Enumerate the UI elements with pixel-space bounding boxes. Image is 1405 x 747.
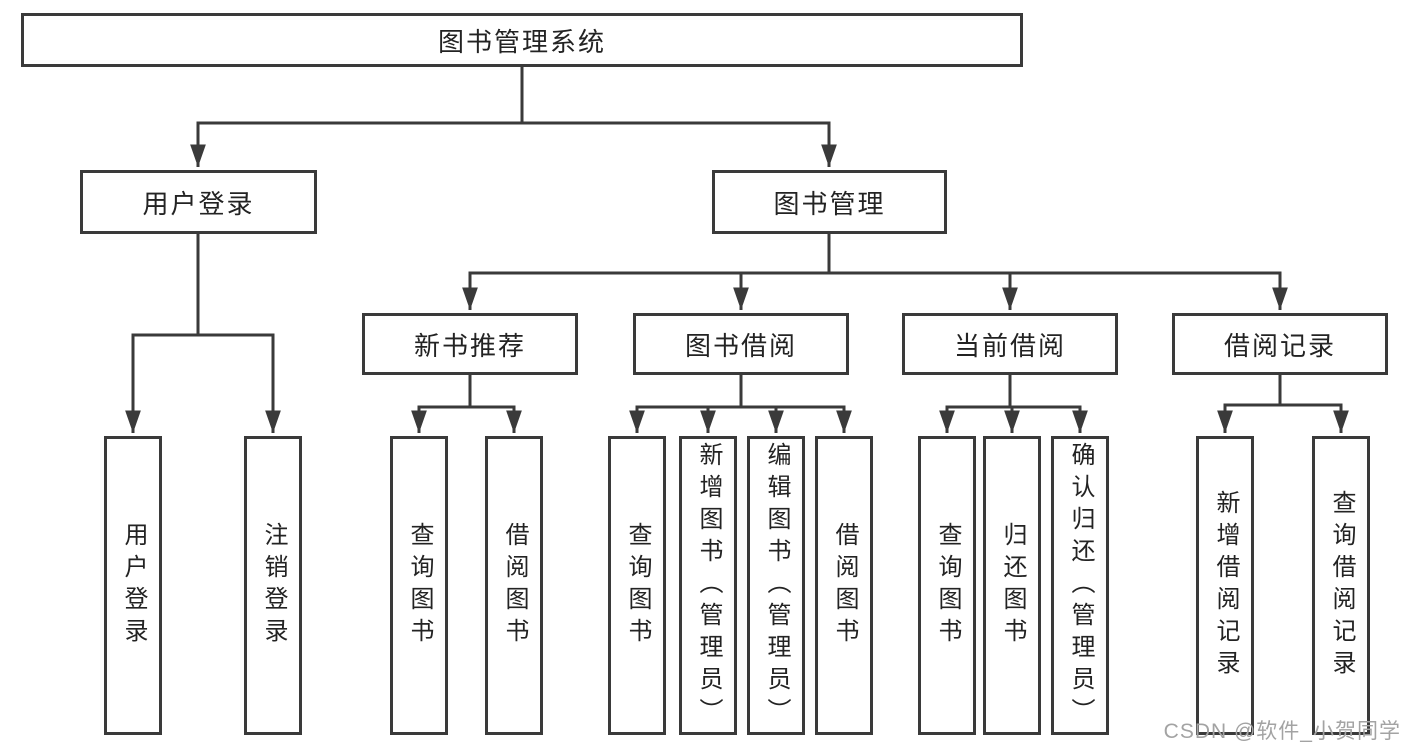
root-label: 图书管理系统 — [437, 26, 606, 57]
leaf-box-add-book-admin: 新增图书（管理员） — [679, 436, 737, 735]
leaf-label: 新增借阅记录 — [1212, 489, 1239, 682]
root-box-system: 图书管理系统 — [21, 13, 1023, 67]
leaf-box-logout: 注销登录 — [244, 436, 302, 735]
section-label: 借阅记录 — [1223, 330, 1336, 361]
leaf-label: 借阅图书 — [501, 521, 528, 650]
branch-box-user-login: 用户登录 — [80, 170, 317, 234]
section-label: 当前借阅 — [953, 330, 1066, 361]
section-box-book-borrow: 图书借阅 — [633, 313, 849, 375]
branch-label: 图书管理 — [773, 188, 886, 219]
leaf-box-borrow-books: 借阅图书 — [815, 436, 873, 735]
section-label: 图书借阅 — [684, 330, 797, 361]
leaf-box-add-borrow-record: 新增借阅记录 — [1196, 436, 1254, 735]
leaf-label: 归还图书 — [999, 521, 1026, 650]
section-box-borrow-record: 借阅记录 — [1172, 313, 1388, 375]
leaf-label: 查询借阅记录 — [1328, 489, 1355, 682]
leaf-label: 查询图书 — [624, 521, 651, 650]
leaf-box-query-books-current: 查询图书 — [918, 436, 976, 735]
leaf-box-user-login: 用户登录 — [104, 436, 162, 735]
section-box-new-book-recommend: 新书推荐 — [362, 313, 578, 375]
leaf-box-edit-book-admin: 编辑图书（管理员） — [747, 436, 805, 735]
leaf-box-return-books: 归还图书 — [983, 436, 1041, 735]
leaf-label: 用户登录 — [120, 521, 147, 650]
section-label: 新书推荐 — [413, 330, 526, 361]
csdn-watermark: CSDN @软件_小贺同学 — [1163, 720, 1401, 743]
leaf-label: 编辑图书（管理员） — [763, 441, 790, 730]
branch-box-book-management: 图书管理 — [712, 170, 947, 234]
leaf-label: 查询图书 — [406, 521, 433, 650]
leaf-box-query-books-borrow: 查询图书 — [608, 436, 666, 735]
leaf-box-confirm-return-admin: 确认归还（管理员） — [1051, 436, 1109, 735]
leaf-label: 注销登录 — [260, 521, 287, 650]
leaf-box-query-borrow-record: 查询借阅记录 — [1312, 436, 1370, 735]
leaf-label: 查询图书 — [934, 521, 961, 650]
leaf-label: 借阅图书 — [831, 521, 858, 650]
leaf-label: 确认归还（管理员） — [1067, 441, 1094, 730]
branch-label: 用户登录 — [142, 188, 255, 219]
leaf-label: 新增图书（管理员） — [695, 441, 722, 730]
leaf-box-borrow-books-recommend: 借阅图书 — [485, 436, 543, 735]
section-box-current-borrow: 当前借阅 — [902, 313, 1118, 375]
leaf-box-query-books-recommend: 查询图书 — [390, 436, 448, 735]
